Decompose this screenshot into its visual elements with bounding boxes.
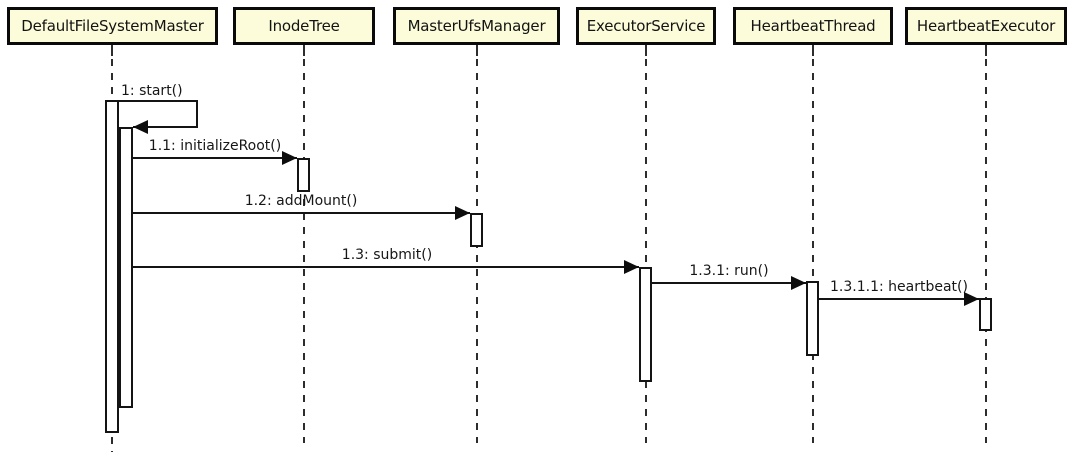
message-line	[652, 282, 806, 284]
participant-inode-tree: InodeTree	[233, 7, 375, 45]
message-line	[133, 126, 198, 128]
activation-bar-heartbeat-executor	[979, 298, 992, 331]
participant-label: DefaultFileSystemMaster	[21, 17, 204, 35]
participant-heartbeat-executor: HeartbeatExecutor	[905, 7, 1067, 45]
activation-bar-master-ufs-manager	[470, 213, 483, 247]
participant-label: ExecutorService	[586, 17, 706, 35]
activation-bar-default-file-system-master	[105, 100, 119, 433]
lifeline-stub	[645, 45, 647, 56]
arrowhead	[282, 151, 297, 165]
message-line	[819, 298, 979, 300]
activation-bar-heartbeat-thread	[806, 281, 819, 356]
message-line	[119, 100, 198, 102]
participant-default-file-system-master: DefaultFileSystemMaster	[7, 7, 218, 45]
message-line	[133, 157, 297, 159]
message-label: 1.3.1.1: heartbeat()	[830, 279, 968, 295]
activation-bar-default-file-system-master-nested	[119, 127, 133, 408]
message-line	[133, 212, 470, 214]
message-label: 1.3: submit()	[341, 247, 433, 263]
lifeline-stub	[303, 45, 305, 56]
message-label: 1.2: addMount()	[244, 193, 358, 209]
participant-label: InodeTree	[268, 17, 340, 35]
message-line	[133, 266, 639, 268]
lifeline-stub	[476, 45, 478, 56]
lifeline-stub	[985, 45, 987, 56]
message-label: 1: start()	[121, 83, 183, 99]
participant-label: HeartbeatExecutor	[916, 17, 1056, 35]
arrowhead	[624, 260, 639, 274]
message-line	[196, 100, 198, 128]
lifeline-stub	[111, 45, 113, 56]
arrowhead	[791, 276, 806, 290]
lifeline-heartbeat-thread	[812, 45, 814, 443]
activation-bar-executor-service	[639, 267, 652, 382]
participant-heartbeat-thread: HeartbeatThread	[733, 7, 893, 45]
lifeline-inode-tree	[303, 45, 305, 443]
participant-master-ufs-manager: MasterUfsManager	[393, 7, 560, 45]
lifeline-heartbeat-executor	[985, 45, 987, 443]
message-label: 1.1: initializeRoot()	[148, 138, 282, 154]
participant-executor-service: ExecutorService	[576, 7, 716, 45]
participant-label: MasterUfsManager	[407, 17, 546, 35]
message-label: 1.3.1: run()	[689, 263, 769, 279]
lifeline-executor-service	[645, 45, 647, 443]
arrowhead	[964, 292, 979, 306]
arrowhead	[455, 206, 470, 220]
participant-label: HeartbeatThread	[750, 17, 876, 35]
arrowhead	[133, 120, 148, 134]
activation-bar-inode-tree	[297, 158, 310, 192]
lifeline-stub	[812, 45, 814, 56]
